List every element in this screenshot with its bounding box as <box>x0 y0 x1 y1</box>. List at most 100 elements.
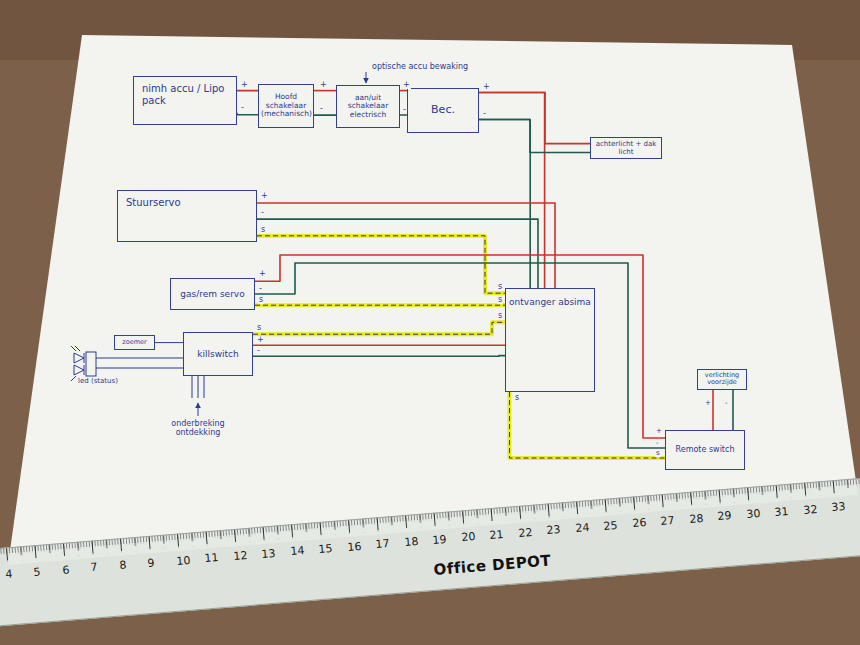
power-wire <box>400 90 407 91</box>
light-box: achterlicht + dak licht <box>590 137 662 159</box>
terminal-label: - <box>258 285 263 293</box>
power-wire <box>253 355 505 357</box>
ruler-number: 24 <box>575 522 590 534</box>
ruler-number: 12 <box>233 550 248 562</box>
ruler-number: 4 <box>5 569 13 581</box>
terminal-label: - <box>482 110 487 118</box>
terminal-label: + <box>402 81 411 89</box>
box-text: Remote switch <box>676 445 735 454</box>
power-wire <box>253 345 505 346</box>
terminal-label: - <box>256 347 261 355</box>
buzzer-box: zoemer <box>114 335 155 350</box>
servo-box: gas/rem servo <box>170 278 255 310</box>
ruler-number: 26 <box>632 517 647 529</box>
power-wire <box>713 390 714 430</box>
power-wire <box>314 114 336 115</box>
terminal-label: s <box>497 283 503 291</box>
light-box: verlichting voorzijde <box>697 369 747 390</box>
power-wire <box>255 255 665 438</box>
box-text: zoemer <box>122 339 146 346</box>
ruler-number: 28 <box>689 513 704 525</box>
power-wire <box>479 93 545 289</box>
terminal-label: - <box>724 400 729 407</box>
ruler-number: 30 <box>746 508 761 520</box>
terminal-label: - <box>319 105 324 113</box>
ruler-number: 14 <box>290 545 305 557</box>
box-text: gas/rem servo <box>180 289 244 299</box>
terminal-label: - <box>655 440 660 447</box>
power-wire <box>400 115 407 116</box>
ruler-number: 7 <box>90 562 98 574</box>
paper-sheet <box>8 35 858 565</box>
ruler-number: 11 <box>204 552 219 564</box>
ruler-number: 13 <box>261 547 276 559</box>
ruler-number: 22 <box>518 527 533 539</box>
pointer-arrow <box>198 403 199 416</box>
electronic-switch-box: aan/uit schakelaar electrisch <box>336 85 400 128</box>
box-text: nimh accu / Lipo pack <box>142 83 228 106</box>
ruler-number: 19 <box>432 534 447 546</box>
power-wire <box>479 120 590 153</box>
box-text: aan/uit schakelaar electrisch <box>339 94 397 120</box>
terminal-label: - <box>260 209 265 217</box>
ruler-number: 29 <box>717 510 732 522</box>
ruler-number: 6 <box>62 564 70 576</box>
terminal-label: s <box>497 296 503 304</box>
terminal-label: - <box>402 106 407 114</box>
signal-wire <box>255 305 505 306</box>
ruler-number: 25 <box>603 520 618 532</box>
power-wire <box>237 113 258 115</box>
ruler-number: 15 <box>318 543 333 555</box>
bec-box: Bec. <box>407 88 479 133</box>
power-wire <box>155 342 183 343</box>
callout-note: onderbreking ontdekking <box>163 419 233 437</box>
box-text: Bec. <box>431 104 455 117</box>
ruler-number: 32 <box>803 503 818 515</box>
receiver-box: ontvanger absima <box>505 288 595 392</box>
ruler-number: 27 <box>660 515 675 527</box>
terminal-label: + <box>256 336 265 344</box>
box-text: achterlicht + dak licht <box>593 140 659 156</box>
box-text: Hoofd schakelaar (mechanisch) <box>261 93 311 119</box>
power-wire <box>733 390 734 430</box>
power-wire <box>237 90 258 91</box>
pointer-arrow <box>366 72 367 83</box>
box-text: ontvanger absima <box>509 297 591 307</box>
ruler-number: 21 <box>489 529 504 541</box>
power-wire <box>257 203 555 288</box>
terminal-label: + <box>704 400 712 407</box>
power-wire <box>479 93 590 144</box>
main-switch-box: Hoofd schakelaar (mechanisch) <box>258 84 314 128</box>
ruler-number: 17 <box>375 538 390 550</box>
ruler-number: 18 <box>404 536 419 548</box>
terminal-label: - <box>240 104 245 112</box>
terminal-label: s <box>256 324 262 332</box>
terminal-label: s <box>497 312 503 320</box>
ruler-number: 10 <box>176 554 191 566</box>
signal-wire <box>253 322 505 334</box>
killswitch-box: killswitch <box>183 332 253 376</box>
servo-box: Stuurservo <box>117 190 257 242</box>
ruler-number: 33 <box>831 501 846 513</box>
signal-wire <box>510 392 666 458</box>
box-text: killswitch <box>197 349 238 359</box>
terminal-label: s <box>514 394 520 402</box>
sense-wires <box>192 376 204 398</box>
battery-box: nimh accu / Lipo pack <box>133 76 237 125</box>
brand-name: Office DEPOT <box>433 553 552 578</box>
terminal-label: s <box>260 226 266 234</box>
ruler-number: 8 <box>119 560 127 572</box>
power-wire <box>314 90 336 91</box>
callout-note: optische accu bewaking <box>372 63 468 71</box>
ruler-number: 23 <box>546 524 561 536</box>
ruler-number: 5 <box>33 567 41 579</box>
power-wire <box>257 219 538 288</box>
terminal-label: s <box>258 296 264 304</box>
box-text: verlichting voorzijde <box>700 372 744 387</box>
ruler-number: 9 <box>147 557 155 569</box>
ruler <box>0 476 860 627</box>
ruler-number: 20 <box>461 531 476 543</box>
terminal-label: + <box>260 192 269 200</box>
terminal-label: s <box>655 450 661 457</box>
